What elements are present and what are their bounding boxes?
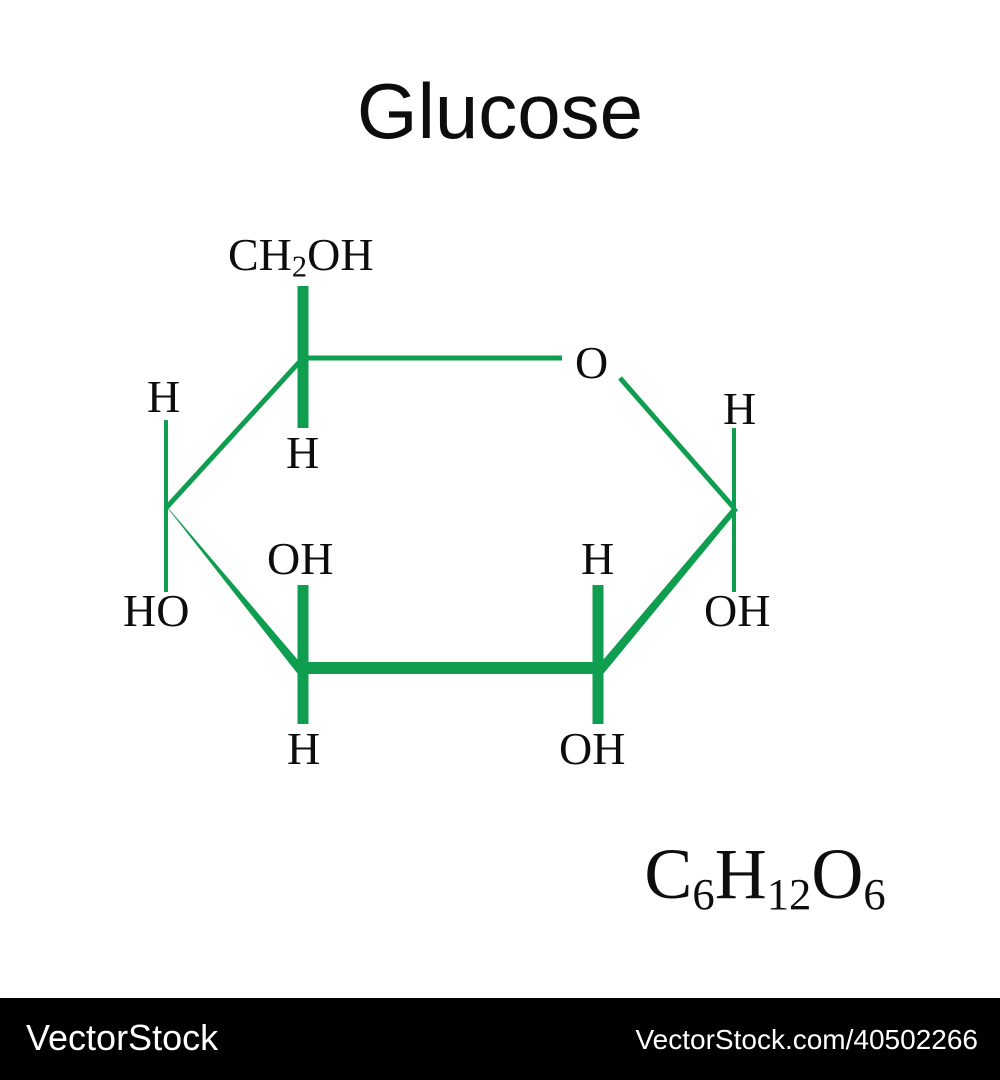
bond-c2-to-c1-wedge [592, 506, 738, 673]
label-ch2oh: CH2OH [228, 229, 374, 284]
label-o-ring: O [575, 337, 609, 388]
bond-c5-to-c4 [164, 356, 305, 510]
label-oh-c3: OH [267, 533, 334, 584]
label-h-c3: H [287, 723, 321, 774]
label-h-c1: H [723, 383, 757, 434]
bond-c4-to-c3-wedge [166, 506, 309, 673]
watermark-url: VectorStock.com/40502266 [635, 1024, 978, 1055]
watermark-brand: VectorStock [26, 1017, 219, 1058]
molecular-formula: C6H12O6 [644, 834, 886, 920]
label-h-c4: H [147, 371, 181, 422]
label-oh-c1: OH [704, 585, 771, 636]
label-h-c5: H [286, 427, 320, 478]
label-oh-c2: OH [559, 723, 626, 774]
page-title: Glucose [356, 67, 644, 155]
label-h-c2: H [581, 533, 615, 584]
bond-oring-to-c1 [618, 376, 736, 510]
label-ho-c4: HO [123, 585, 190, 636]
watermark-bar: VectorStock VectorStock.com/40502266 [0, 998, 1000, 1080]
glucose-structure-diagram [164, 286, 738, 724]
